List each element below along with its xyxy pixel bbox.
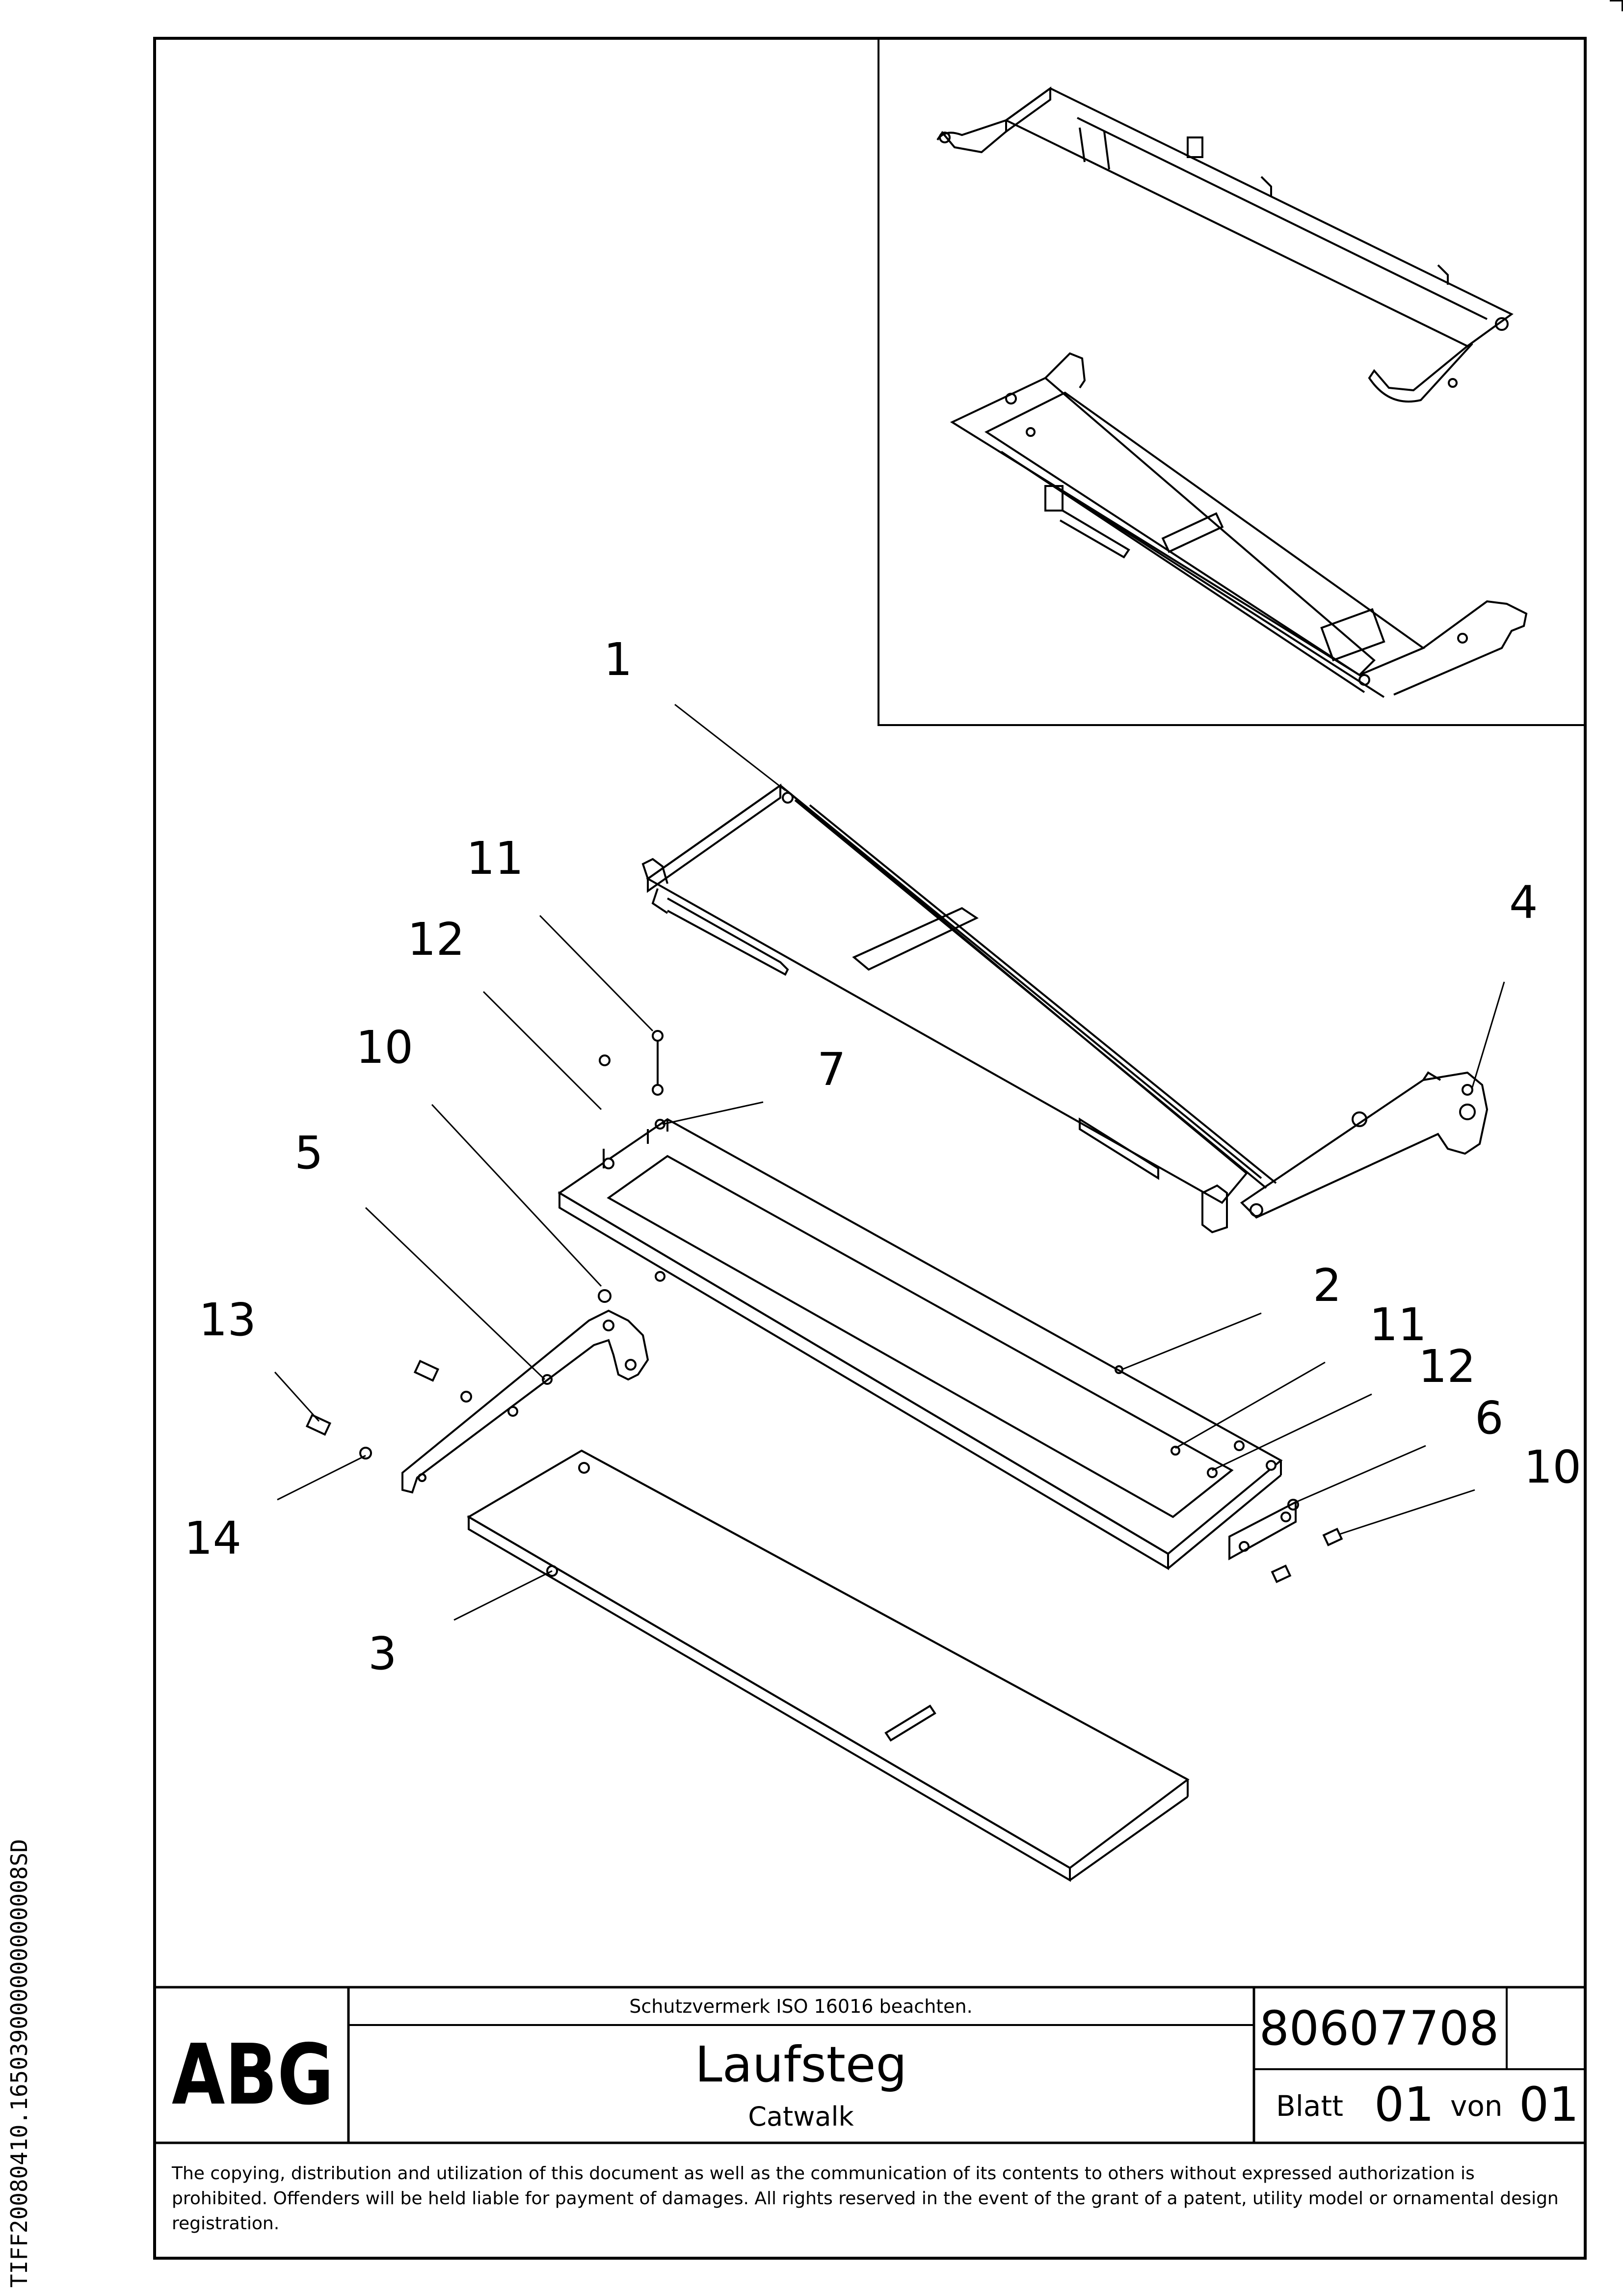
callout-2: 2 [1313,1259,1342,1312]
callout-12-right: 12 [1418,1340,1476,1393]
fasteners [305,1030,1343,1583]
callout-3: 3 [368,1627,397,1680]
callout-11-right: 11 [1369,1298,1427,1351]
of-label: von [1450,2089,1503,2123]
part-catwalk-frame-1 [641,783,1489,1234]
callout-10-right: 10 [1524,1441,1581,1493]
inset-assembly-top [936,86,1514,403]
title-block: ABG Schutzvermerk ISO 16016 beachten. La… [155,1986,1585,2144]
callout-5: 5 [294,1127,323,1179]
inset-view [878,38,1585,726]
drawing-subtitle: Catwalk [748,2101,854,2132]
part-step-3 [467,1449,1190,1882]
callout-7: 7 [817,1043,846,1096]
inset-assembly-bottom [950,352,1528,698]
callout-14: 14 [184,1512,241,1565]
drawing-number: 80607708 [1259,2001,1499,2056]
sheet-label: Blatt [1276,2089,1343,2123]
callout-6: 6 [1475,1392,1504,1444]
callout-1: 1 [604,633,633,686]
drawing-title: Laufsteg [695,2036,907,2093]
side-code: TIFF20080410.165039000000000008SD [6,1839,32,2288]
abg-logo: ABG [172,2026,334,2124]
leader-lines [274,703,1505,1621]
callout-4: 4 [1509,876,1538,929]
sheet-total: 01 [1519,2077,1579,2132]
part-frame-7 [558,1118,1283,1570]
corner-mark [1610,0,1623,11]
callout-12-top: 12 [407,913,465,966]
callout-labels: 1 11 12 10 5 7 4 2 11 12 6 10 13 14 3 [184,633,1581,1680]
sheet-number: 01 [1374,2077,1434,2132]
callout-13: 13 [199,1294,256,1346]
part-plate-6 [1228,1499,1299,1561]
protection-note: Schutzvermerk ISO 16016 beachten. [629,1996,972,2017]
callout-10-left: 10 [356,1021,413,1074]
callout-11-top: 11 [466,832,524,885]
legal-notice: The copying, distribution and utilizatio… [172,2163,1559,2234]
sheet-frame [153,37,1587,2260]
part-mounting-bracket-5 [401,1309,649,1494]
